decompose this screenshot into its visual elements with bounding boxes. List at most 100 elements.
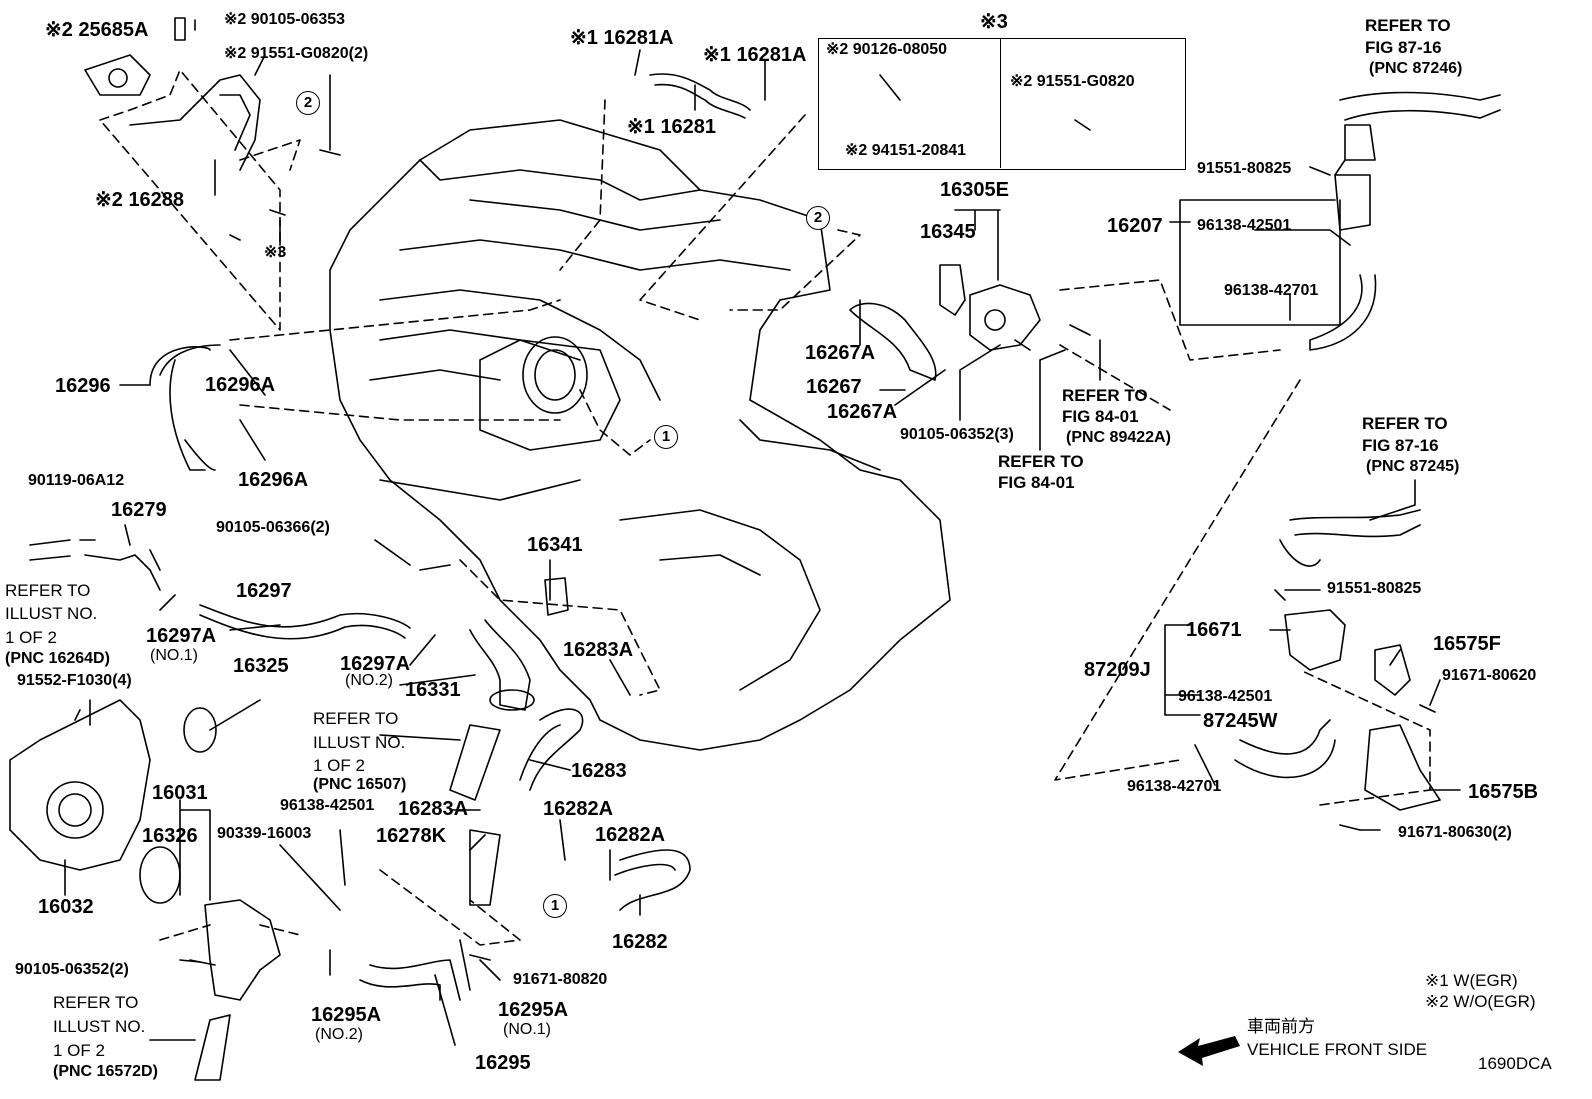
part-16575F[interactable]: 16575F — [1433, 633, 1501, 655]
part-16297[interactable]: 16297 — [236, 580, 292, 602]
part-16267A-top[interactable]: 16267A — [805, 342, 876, 364]
part-16267[interactable]: 16267 — [806, 376, 862, 398]
part-16575B[interactable]: 16575B — [1468, 781, 1539, 803]
part-16326[interactable]: 16326 — [142, 825, 198, 847]
variant-box-3-title: ※3 — [980, 11, 1008, 33]
part-16282A-top[interactable]: 16282A — [543, 798, 614, 820]
throttle-body — [522, 336, 588, 414]
refer-fig-84-01-a-line1: REFER TO — [1062, 386, 1148, 405]
part-16282A-bottom[interactable]: 16282A — [595, 824, 666, 846]
parts — [9, 54, 1441, 1001]
part-16671[interactable]: 16671 — [1186, 619, 1242, 641]
hose-16267 — [849, 302, 937, 381]
refer-fig-84-01-b-line1: REFER TO — [998, 452, 1084, 471]
refer-illust-b-line3: 1 OF 2 — [313, 756, 365, 775]
refer-illust-b-line4: (PNC 16507) — [313, 776, 407, 793]
part-94151-20841[interactable]: ※2 94151-20841 — [845, 142, 967, 159]
engine-head-detail — [399, 159, 791, 271]
part-16031[interactable]: 16031 — [152, 782, 208, 804]
part-16296[interactable]: 16296 — [55, 375, 111, 397]
part-16279[interactable]: 16279 — [111, 499, 167, 521]
part-16295A-no1[interactable]: 16295A — [498, 999, 569, 1021]
legend-wo-egr: ※2 W/O(EGR) — [1425, 992, 1536, 1011]
part-91671-80620[interactable]: 91671-80620 — [1442, 667, 1537, 684]
front-side-english: VEHICLE FRONT SIDE — [1247, 1040, 1428, 1059]
part-16282[interactable]: 16282 — [612, 931, 668, 953]
part-91552-F1030-4[interactable]: 91552-F1030(4) — [17, 672, 132, 689]
refer-illust-b-line2: ILLUST NO. — [313, 733, 406, 752]
refer-fig-87-16-b-line2: FIG 87-16 — [1362, 436, 1439, 455]
reference-lines — [99, 69, 1431, 946]
part-16295A-no2-sub: (NO.2) — [315, 1026, 363, 1043]
part-87245W[interactable]: 87245W — [1203, 710, 1278, 732]
part-16325[interactable]: 16325 — [233, 655, 289, 677]
part-16345[interactable]: 16345 — [920, 221, 976, 243]
diagram-id: 1690DCA — [1478, 1054, 1552, 1073]
part-96138-42501-top[interactable]: 96138-42501 — [1197, 217, 1292, 234]
hose-16207 — [1309, 274, 1377, 351]
hose-16281 — [649, 73, 751, 119]
part-16283A-top[interactable]: 16283A — [563, 639, 634, 661]
part-96138-42701-bottom[interactable]: 96138-42701 — [1127, 778, 1222, 795]
refer-fig-84-01-a-line3: (PNC 89422A) — [1066, 429, 1171, 446]
part-16341[interactable]: 16341 — [527, 534, 583, 556]
part-16281A-left[interactable]: ※1 16281A — [570, 27, 674, 49]
bracket-16575B — [1364, 724, 1441, 811]
part-16331[interactable]: 16331 — [405, 679, 461, 701]
hose-16296 — [149, 346, 211, 471]
part-16297A-no1-sub: (NO.1) — [150, 647, 198, 664]
variant-box-3 — [818, 38, 1186, 170]
part-96138-42501-bottom[interactable]: 96138-42501 — [280, 797, 375, 814]
hose-16282 — [614, 849, 691, 911]
part-91671-80820[interactable]: 91671-80820 — [513, 971, 608, 988]
part-16281[interactable]: ※1 16281 — [627, 116, 717, 138]
part-16288[interactable]: ※2 16288 — [95, 189, 185, 211]
refer-fig-87-16-b-line1: REFER TO — [1362, 414, 1448, 433]
part-16295[interactable]: 16295 — [475, 1052, 531, 1074]
egr-pipe-16288 — [129, 74, 261, 171]
part-90105-06366-2[interactable]: 90105-06366(2) — [216, 519, 330, 536]
part-16295A-no2[interactable]: 16295A — [311, 1004, 382, 1026]
part-91551-80825-bottom[interactable]: 91551-80825 — [1327, 580, 1422, 597]
water-pump-16032 — [9, 699, 151, 871]
part-90339-16003[interactable]: 90339-16003 — [217, 825, 312, 842]
gasket-16341 — [544, 577, 569, 616]
refer-fig-87-16-a-line3: (PNC 87246) — [1369, 60, 1463, 77]
part-87209J[interactable]: 87209J — [1084, 659, 1151, 681]
part-16283[interactable]: 16283 — [571, 760, 627, 782]
pipe-refer-a — [29, 539, 71, 561]
part-90105-06352-2[interactable]: 90105-06352(2) — [15, 961, 129, 978]
part-16283A-bottom[interactable]: 16283A — [398, 798, 469, 820]
part-91671-80630-2[interactable]: 91671-80630(2) — [1398, 824, 1512, 841]
part-16296A-top[interactable]: 16296A — [205, 374, 276, 396]
part-96138-42501-right[interactable]: 96138-42501 — [1178, 688, 1273, 705]
part-16207[interactable]: 16207 — [1107, 215, 1163, 237]
part-91551-G0820-2[interactable]: ※2 91551-G0820(2) — [224, 45, 369, 62]
part-16297A-no2[interactable]: 16297A — [340, 653, 411, 675]
part-16295A-no1-sub: (NO.1) — [503, 1021, 551, 1038]
part-16032[interactable]: 16032 — [38, 896, 94, 918]
refer-fig-87-16-a-line2: FIG 87-16 — [1365, 38, 1442, 57]
part-16296A-bottom[interactable]: 16296A — [238, 469, 309, 491]
part-91551-G0820[interactable]: ※2 91551-G0820 — [1010, 73, 1135, 90]
front-side-japanese: 車両前方 — [1247, 1017, 1315, 1036]
part-90126-08050[interactable]: ※2 90126-08050 — [826, 41, 948, 58]
part-16305E[interactable]: 16305E — [940, 179, 1009, 201]
part-16281A-right[interactable]: ※1 16281A — [703, 44, 807, 66]
part-90105-06352-3[interactable]: 90105-06352(3) — [900, 426, 1014, 443]
part-16278K[interactable]: 16278K — [376, 825, 447, 847]
bracket-16575F — [1374, 644, 1411, 696]
hose-16283 — [519, 708, 584, 791]
part-25685A[interactable]: ※2 25685A — [45, 19, 149, 41]
part-90119-06A12[interactable]: 90119-06A12 — [28, 472, 125, 489]
part-91551-80825-top[interactable]: 91551-80825 — [1197, 160, 1292, 177]
part-96138-42701-top[interactable]: 96138-42701 — [1224, 282, 1319, 299]
cover-87246-clamp — [1344, 124, 1376, 161]
part-16267A-bottom[interactable]: 16267A — [827, 401, 898, 423]
part-16297A-no1[interactable]: 16297A — [146, 625, 217, 647]
part-90105-06353[interactable]: ※2 90105-06353 — [224, 11, 346, 28]
callout-1-mid: 1 — [654, 425, 678, 449]
front-direction-arrow — [1178, 1036, 1240, 1066]
